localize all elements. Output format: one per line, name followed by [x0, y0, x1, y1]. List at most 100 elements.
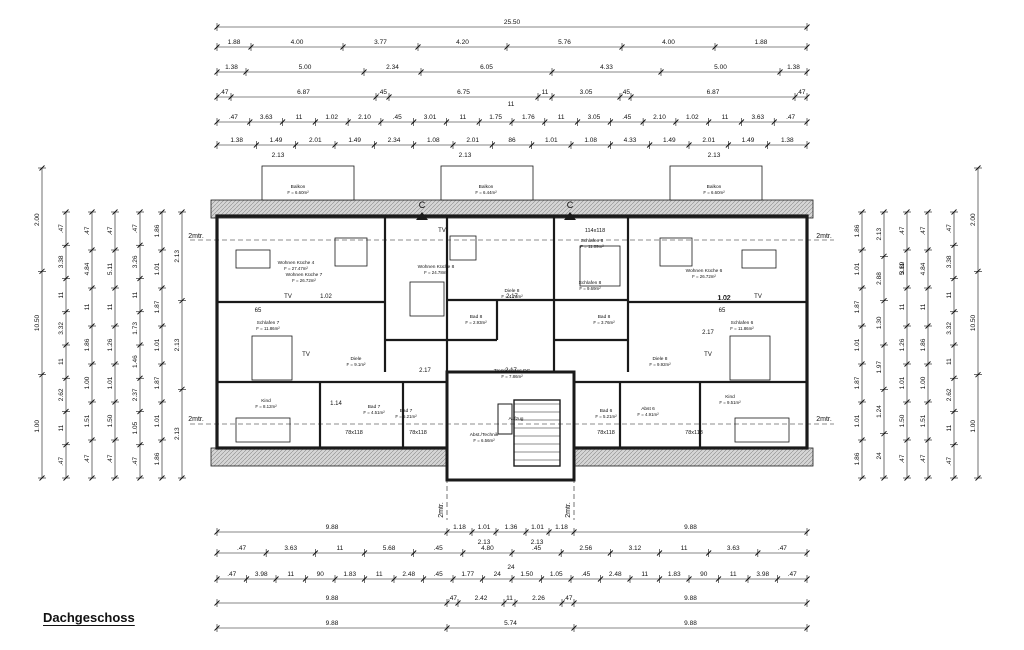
- dimension-tick: [859, 361, 865, 367]
- room-area: F = 11.09m²: [580, 244, 604, 249]
- dimension-label: 1.88: [755, 39, 768, 46]
- room-label: Schlafen 7F = 11.86m²: [256, 320, 280, 331]
- dimension-tick: [214, 529, 220, 535]
- dimension-label: 24: [876, 452, 883, 460]
- dimension-tick: [39, 371, 45, 378]
- window-size-label: 78x118: [345, 430, 363, 436]
- dimension-label: .45: [378, 89, 387, 96]
- dimension-label: 9.88: [684, 620, 697, 627]
- dimension-tick: [112, 437, 118, 443]
- dimension-label: .45: [532, 545, 541, 552]
- dimension-label: 24: [494, 571, 502, 578]
- dimension-label: 11: [84, 303, 91, 310]
- room-area: F = 4.76m²: [501, 294, 523, 299]
- dimension-tick: [646, 142, 653, 148]
- dimension-label: 2.13: [459, 152, 472, 159]
- section-label: C: [567, 200, 574, 210]
- dimension-tick: [925, 209, 931, 215]
- dimension-label: 2.13: [174, 427, 181, 440]
- room-label: Schlafen 8F = 11.09m²: [580, 238, 604, 249]
- dimension-tick: [925, 475, 931, 481]
- dimension-tick: [715, 576, 722, 582]
- single-bed: [235, 417, 291, 443]
- dimension-tick: [410, 550, 417, 556]
- dimension-tick: [881, 342, 887, 348]
- room-area: F = 2.93m²: [465, 320, 487, 325]
- dimension-label: 1.38: [787, 64, 800, 71]
- room-label: Aufzug: [509, 416, 524, 422]
- dimension-tick: [332, 576, 338, 582]
- dimension-label: 1.01: [545, 137, 558, 144]
- dimension-tick: [951, 408, 957, 415]
- dimension-tick: [951, 475, 957, 481]
- dimension-label: 6.75: [457, 89, 470, 96]
- dimension-tick: [925, 361, 931, 367]
- dimension-tick: [607, 142, 614, 148]
- dimension-tick: [859, 399, 865, 405]
- dimension-tick: [804, 142, 810, 148]
- dimension-label: 1.00: [970, 420, 977, 433]
- interior-dimension-label: 2.17: [702, 330, 714, 336]
- dimension-tick: [951, 375, 957, 382]
- dimension-tick: [951, 441, 957, 448]
- dimension-label: 1.01: [854, 414, 861, 427]
- dimension-tick: [804, 44, 810, 50]
- dimension-label: 1.26: [899, 338, 906, 351]
- dimension-tick: [214, 142, 220, 148]
- dimension-tick: [975, 165, 981, 171]
- dimension-label: 11: [58, 291, 65, 298]
- interior-dimension-label: 65: [719, 308, 726, 314]
- dimension-label: 1.49: [742, 137, 755, 144]
- dimension-label: 11: [558, 114, 565, 121]
- dimension-tick: [640, 119, 646, 125]
- dimension-tick: [415, 44, 421, 50]
- dimension-label: .47: [946, 456, 953, 465]
- dimension-label: .45: [434, 571, 443, 578]
- room-area: F = 26.72m²: [692, 274, 716, 279]
- dimension-label: 11: [58, 424, 65, 431]
- dimension-tick: [951, 209, 957, 215]
- elevator-shaft: [497, 403, 513, 435]
- dimension-tick: [243, 69, 249, 75]
- dimension-tick: [63, 209, 69, 215]
- dimension-tick: [951, 242, 957, 249]
- dimension-label: 4.33: [624, 137, 637, 144]
- dimension-label: 86: [508, 137, 516, 144]
- dimension-label: 11: [920, 303, 927, 310]
- dimension-tick: [804, 600, 810, 606]
- dimension-tick: [904, 437, 910, 443]
- room-name: Bad 6: [600, 408, 613, 414]
- dimension-tick: [925, 323, 931, 329]
- dimension-label: 2.00: [34, 213, 41, 226]
- dimension-label: .47: [237, 545, 246, 552]
- dimension-label: 2.13: [174, 250, 181, 263]
- dimension-label: 11: [946, 424, 953, 431]
- dimension-tick: [179, 209, 185, 215]
- window-size-label: 114x118: [585, 228, 605, 234]
- dimension-tick: [137, 475, 143, 481]
- dimension-label: 1.86: [154, 224, 161, 237]
- dimension-tick: [725, 142, 732, 148]
- dimension-label: 3.12: [629, 545, 642, 552]
- dimension-tick: [607, 550, 614, 556]
- dimension-label: 2.13: [531, 539, 544, 546]
- room-label: Treppenhaus DGF = 7.86m²: [494, 368, 531, 379]
- dimension-tick: [159, 323, 165, 329]
- room-name: Bad 8: [470, 314, 483, 320]
- dimension-tick: [476, 119, 483, 125]
- dimension-label: 1.38: [225, 64, 238, 71]
- room-label: Wohnen Küche 7F = 26.72m²: [286, 272, 323, 283]
- dimension-tick: [179, 297, 185, 304]
- dimension-tick: [63, 242, 69, 249]
- dimension-tick: [373, 94, 379, 100]
- dimension-tick: [951, 308, 957, 315]
- dimension-tick: [89, 399, 95, 405]
- dimension-tick: [628, 94, 634, 100]
- room-area: F = 8.12m²: [255, 404, 277, 409]
- dimension-label: 1.51: [84, 414, 91, 427]
- dimension-label: 4.84: [84, 262, 91, 275]
